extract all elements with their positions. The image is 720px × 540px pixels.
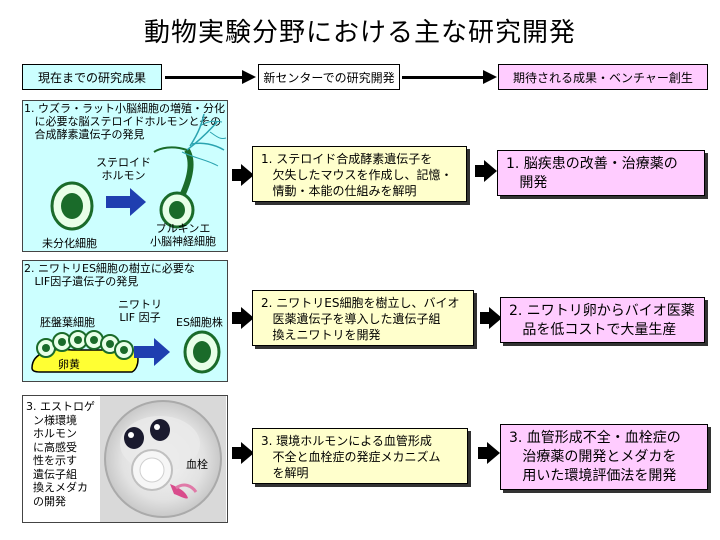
row1-arrow-2-stem [475,165,484,177]
header-new-center: 新センターでの研究開発 [258,64,400,90]
row1-arrow-2-head [484,160,497,182]
label-es-cell-line: ES細胞株 [176,316,223,329]
header-arrow-1-line [165,76,243,79]
row2-arrow-2-stem [480,312,489,324]
row2-arrow-2-head [489,307,502,329]
label-steroid-hormone: ステロイド ホルモン [96,156,151,182]
row3-arrow-1-stem [232,447,241,459]
header-current-results: 現在までの研究成果 [22,64,162,90]
result-box-row1: 1. 脳疾患の改善・治療薬の 開発 [497,150,705,196]
purkinje-neuron-icon [153,113,227,229]
result-box-row2: 2. ニワトリ卵からバイオ医薬 品を低コストで大量生産 [500,297,705,343]
center-box-row2: 2. ニワトリES細胞を樹立し、バイオ 医薬遺伝子を導入した遺伝子組 換えニワト… [252,290,474,346]
row2-cell-illustration [31,330,221,374]
panel-row2-text: 2. ニワトリES細胞の樹立に必要な LIF因子遺伝子の発見 [24,262,195,288]
page-title: 動物実験分野における主な研究開発 [143,18,576,48]
row1-cell-illustration [50,113,227,231]
label-purkinje-cell: プルキンエ 小脳神経細胞 [150,222,216,248]
row2-arrow-1-stem [232,312,241,324]
row1-arrow-1-stem [232,169,241,181]
medaka-eye-icon [124,427,144,449]
header-arrow-2-line [402,76,484,79]
panel-row1-text: 1. ウズラ・ラット小脳細胞の増殖・分化 に必要な脳ステロイドホルモンとその 合… [24,102,225,141]
header-arrow-1-head [242,70,256,84]
label-blastoderm-cells: 胚盤葉細胞 [40,316,95,329]
center-box-row1: 1. ステロイド合成酵素遺伝子を 欠失したマウスを作成し、記憶・ 情動・本能の仕… [252,146,467,202]
label-yolk: 卵黄 [58,358,80,371]
row2-arrow-1-head [241,307,254,329]
header-arrow-2-head [483,70,497,84]
row3-arrow-2-head [487,442,500,464]
result-box-row3: 3. 血管形成不全・血栓症の 治療薬の開発とメダカを 用いた環境評価法を開発 [500,424,708,490]
row3-arrow-2-stem [478,447,487,459]
panel-row1 [22,100,228,252]
label-chicken-lif: ニワトリ LIF 因子 [118,298,162,324]
thrombus-mark [170,484,188,499]
medaka-egg-photo [100,396,226,522]
row1-arrow-1-head [241,164,254,186]
lif-arrow-icon [134,338,170,366]
label-thrombus: 血栓 [186,458,208,471]
steroid-arrow-icon [106,188,146,216]
header-expected-results: 期待される成果・ベンチャー創生 [498,64,708,90]
row3-arrow-1-head [241,442,254,464]
label-undifferentiated-cell: 未分化細胞 [42,237,97,250]
center-box-row3: 3. 環境ホルモンによる血管形成 不全と血栓症の発症メカニズム を解明 [252,428,468,484]
panel-row3-text: 3. エストロゲ ン様環境 ホルモン に高感受 性を示す 遺伝子組 換えメダカ … [26,400,95,508]
